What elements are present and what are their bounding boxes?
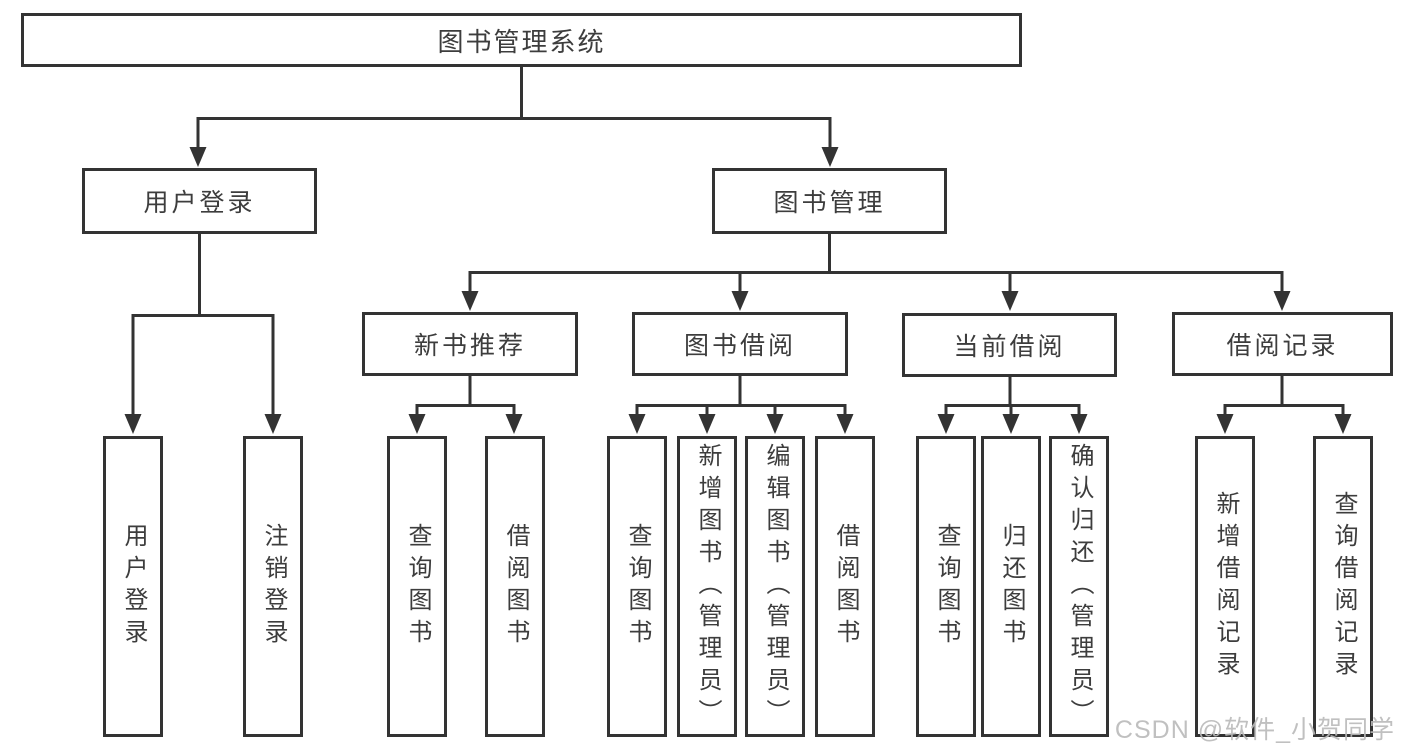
leaf-edit-books-admin: 编辑图书（管理员）	[745, 436, 805, 737]
node-new-book-recommend: 新书推荐	[362, 312, 578, 376]
leaf-add-borrow-record: 新增借阅记录	[1195, 436, 1255, 737]
leaf-query-books-current: 查询图书	[916, 436, 976, 737]
node-current-borrow: 当前借阅	[902, 313, 1117, 377]
node-user-login: 用户登录	[82, 168, 317, 234]
leaf-query-borrow-record: 查询借阅记录	[1313, 436, 1373, 737]
node-library-management-system: 图书管理系统	[21, 13, 1022, 67]
leaf-user-login: 用户登录	[103, 436, 163, 737]
leaf-logout: 注销登录	[243, 436, 303, 737]
node-book-management: 图书管理	[712, 168, 947, 234]
leaf-return-books: 归还图书	[981, 436, 1041, 737]
watermark: CSDN @软件_小贺同学	[1114, 716, 1395, 744]
node-book-borrow: 图书借阅	[632, 312, 848, 376]
leaf-borrow-books-recommend: 借阅图书	[485, 436, 545, 737]
leaf-add-books-admin: 新增图书（管理员）	[677, 436, 737, 737]
leaf-query-books-borrow: 查询图书	[607, 436, 667, 737]
leaf-query-books-recommend: 查询图书	[387, 436, 447, 737]
leaf-confirm-return-admin: 确认归还（管理员）	[1049, 436, 1109, 737]
leaf-borrow-books: 借阅图书	[815, 436, 875, 737]
node-borrow-records: 借阅记录	[1172, 312, 1393, 376]
